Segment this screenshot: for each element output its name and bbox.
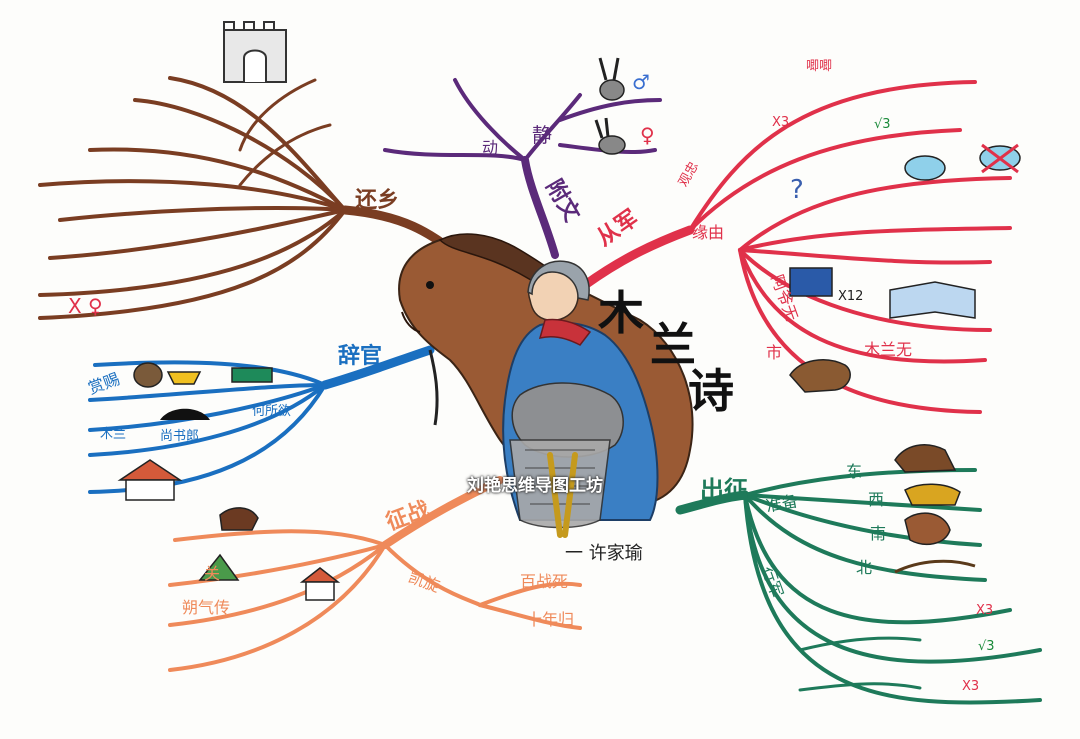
question-mark-icon: ? <box>790 175 804 205</box>
branch-zhengzhan-lines <box>168 476 582 672</box>
bridle-icon <box>904 512 951 546</box>
label-shuoqichuan: 朔气传 <box>182 598 231 617</box>
label-congjun-x12: X12 <box>838 289 864 304</box>
banknote-icon <box>231 367 273 383</box>
watermark-text: 刘艳思维导图工坊 <box>467 476 603 496</box>
author-signature: 一 许家瑜 <box>565 543 643 564</box>
label-baizhansi: 百战死 <box>520 572 569 591</box>
label-chuzheng-x3a: X3 <box>976 603 994 618</box>
label-ciguan: 辞官 <box>338 344 383 369</box>
title-char-mu: 木 <box>598 286 644 340</box>
label-congjun-check3: √3 <box>874 117 891 132</box>
svg-text:?: ? <box>790 175 804 205</box>
label-xi: 西 <box>868 490 885 509</box>
horse-rider-icon <box>789 359 851 393</box>
house-icon-2 <box>299 567 341 601</box>
cloud-crossed-icon <box>979 143 1021 174</box>
label-jiji: 唧唧 <box>806 59 833 74</box>
branch-ciguan-lines <box>88 345 435 494</box>
label-female-crossed: X ♀ <box>68 294 103 318</box>
label-ciguan-mulan: 木兰 <box>100 427 127 442</box>
title-char-lan: 兰 <box>650 318 696 372</box>
label-shinianqui: 十年归 <box>526 610 575 629</box>
open-book-icon <box>889 281 976 319</box>
label-nan: 南 <box>870 524 887 543</box>
label-male-symbol: ♂ <box>632 70 650 94</box>
horse-icon-brown <box>219 507 259 531</box>
label-mulanwu: 木兰无 <box>864 340 913 359</box>
money-bag-icon <box>133 362 163 388</box>
label-shi: 市 <box>766 343 783 362</box>
label-guan: 关 <box>204 564 221 583</box>
label-chuzheng: 出征 <box>700 476 748 504</box>
label-fuwen-dong: 动 <box>482 138 499 157</box>
cloud-icon <box>904 155 946 181</box>
label-fuwen-jing: 静 <box>532 123 552 147</box>
branch-huanxiang-lines <box>38 76 475 320</box>
label-shangshulang: 尚书郎 <box>160 429 200 444</box>
gold-ingot-icon <box>166 371 202 385</box>
label-huanxiang: 还乡 <box>355 188 400 213</box>
book-icon <box>789 267 833 297</box>
label-yuanyou: 缘由 <box>692 223 725 242</box>
label-hesuoyu: 何所欲 <box>252 404 292 419</box>
rabbit-icon-2 <box>594 117 626 155</box>
label-congjun-x3: X3 <box>772 115 790 130</box>
branch-congjun-lines <box>580 80 1012 414</box>
branch-chuzheng-lines <box>675 468 1042 705</box>
official-hat-icon <box>160 408 210 420</box>
mountain-icon <box>198 553 240 581</box>
label-dong: 东 <box>846 462 863 481</box>
saddle-icon <box>904 483 961 506</box>
label-chuzheng-x3b: X3 <box>962 679 980 694</box>
label-female-symbol: ♀ <box>640 123 655 147</box>
rabbit-icon <box>598 57 625 101</box>
mulan-figure <box>428 260 659 538</box>
castle-gate-icon <box>223 21 287 83</box>
house-icon <box>117 459 183 501</box>
title-char-shi: 诗 <box>688 364 734 418</box>
label-chuzheng-check3: √3 <box>978 639 995 654</box>
label-bei: 北 <box>856 558 873 577</box>
whip-icon <box>894 559 976 574</box>
horse-head-icon <box>894 444 957 473</box>
